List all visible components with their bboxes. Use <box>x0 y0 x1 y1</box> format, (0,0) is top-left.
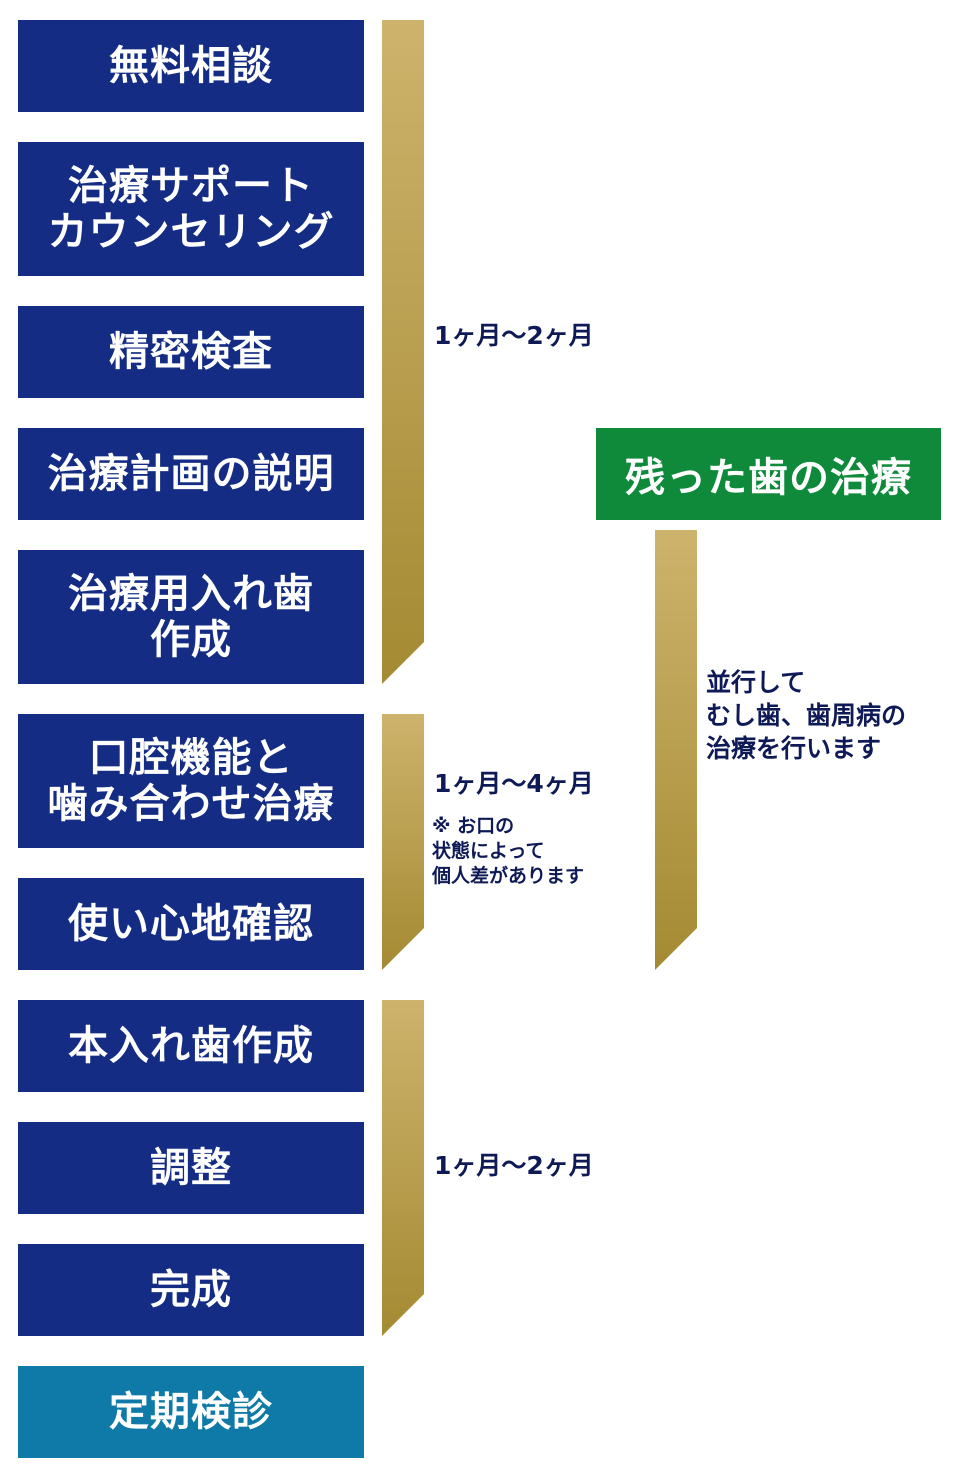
step-label: 定期検診 <box>109 1388 273 1435</box>
phase-bar-3 <box>382 1000 424 1336</box>
step-label: 作成 <box>150 616 232 663</box>
step-final-denture: 本入れ歯作成 <box>18 1000 364 1092</box>
step-label: 使い心地確認 <box>68 900 314 947</box>
phase-2-note-line: ※ お口の <box>432 815 515 837</box>
step-label: カウンセリング <box>47 208 335 255</box>
step-adjustment: 調整 <box>18 1122 364 1214</box>
step-label: 噛み合わせ治療 <box>47 780 335 827</box>
step-free-consultation: 無料相談 <box>18 20 364 112</box>
remaining-teeth-treatment-box: 残った歯の治療 <box>596 428 941 520</box>
step-label: 治療計画の説明 <box>47 450 335 497</box>
phase-1-duration: 1ヶ月～2ヶ月 <box>434 321 594 350</box>
parallel-note-line: 並行して <box>706 668 806 697</box>
step-label: 口腔機能と <box>88 734 294 781</box>
step-label: 精密検査 <box>109 328 273 375</box>
remaining-teeth-treatment-label: 残った歯の治療 <box>625 454 912 501</box>
step-treatment-plan: 治療計画の説明 <box>18 428 364 520</box>
parallel-note: 並行して むし歯、歯周病の 治療を行います <box>706 666 906 765</box>
phase-2-note: ※ お口の 状態によって 個人差があります <box>432 814 584 889</box>
phase-2-note-line: 個人差があります <box>432 865 585 887</box>
step-comfort-check: 使い心地確認 <box>18 878 364 970</box>
step-label: 治療サポート <box>68 162 314 209</box>
step-support-counseling: 治療サポート カウンセリング <box>18 142 364 276</box>
parallel-note-line: 治療を行います <box>706 734 882 763</box>
step-completion: 完成 <box>18 1244 364 1336</box>
phase-2-note-line: 状態によって <box>432 840 545 862</box>
parallel-bar <box>655 530 697 970</box>
step-detailed-exam: 精密検査 <box>18 306 364 398</box>
step-label: 治療用入れ歯 <box>68 570 314 617</box>
step-regular-checkup: 定期検診 <box>18 1366 364 1458</box>
phase-bar-1 <box>382 20 424 684</box>
parallel-note-line: むし歯、歯周病の <box>706 701 907 730</box>
phase-bar-2 <box>382 714 424 970</box>
step-label: 本入れ歯作成 <box>68 1022 314 1069</box>
step-label: 調整 <box>150 1144 232 1191</box>
phase-3-duration: 1ヶ月～2ヶ月 <box>434 1151 594 1180</box>
step-label: 完成 <box>150 1266 232 1313</box>
step-temporary-denture: 治療用入れ歯 作成 <box>18 550 364 684</box>
phase-2-duration: 1ヶ月～4ヶ月 <box>434 769 594 798</box>
step-oral-function-treatment: 口腔機能と 噛み合わせ治療 <box>18 714 364 848</box>
step-label: 無料相談 <box>109 42 273 89</box>
